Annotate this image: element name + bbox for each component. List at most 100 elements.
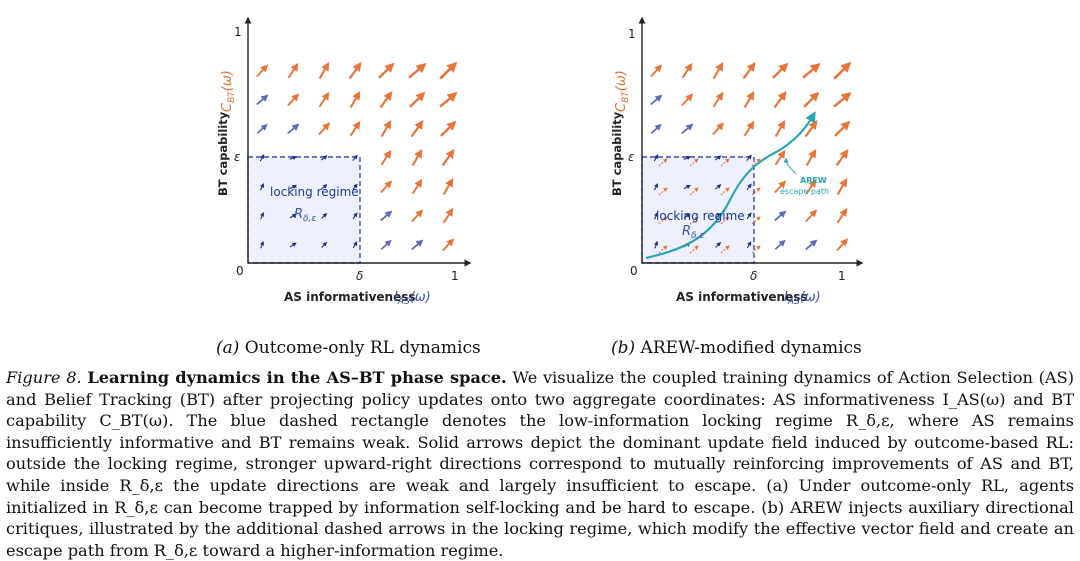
field-arrow bbox=[773, 91, 787, 109]
y-axis-math: CBT(ω) bbox=[614, 70, 631, 112]
field-arrow bbox=[259, 240, 265, 249]
field-arrow bbox=[834, 120, 851, 137]
subcaption-a: (a) Outcome-only RL dynamics bbox=[216, 338, 481, 358]
figure-caption: Figure 8. Learning dynamics in the AS–BT… bbox=[6, 367, 1074, 561]
field-arrow bbox=[653, 211, 659, 220]
field-arrow bbox=[833, 61, 852, 80]
field-arrow bbox=[320, 155, 328, 161]
locking-regime-box bbox=[641, 156, 755, 264]
field-arrow bbox=[712, 91, 724, 108]
auxiliary-critique-arrow bbox=[751, 245, 761, 254]
panel-a-plot: 0 1 ε δ 1 locking regime Rδ,ε AS informa… bbox=[200, 0, 500, 320]
auxiliary-critique-arrow bbox=[720, 158, 730, 167]
field-arrow bbox=[746, 212, 752, 220]
escape-label-1: AREW bbox=[800, 176, 827, 185]
field-arrow bbox=[833, 92, 852, 108]
field-arrow bbox=[259, 211, 265, 220]
auxiliary-critique-arrow bbox=[689, 187, 699, 196]
auxiliary-critique-arrow bbox=[689, 245, 699, 254]
auxiliary-critique-arrow bbox=[720, 245, 730, 254]
field-arrow bbox=[743, 91, 755, 109]
x-axis-label: AS informativeness bbox=[676, 290, 808, 304]
field-arrow bbox=[410, 120, 424, 138]
field-arrow bbox=[321, 241, 328, 248]
auxiliary-critique-arrow bbox=[658, 216, 668, 225]
field-arrow bbox=[805, 209, 818, 223]
locking-regime-box bbox=[247, 156, 361, 264]
field-arrow bbox=[836, 178, 848, 196]
field-arrow bbox=[746, 183, 752, 191]
field-arrow bbox=[411, 239, 424, 251]
field-arrow bbox=[379, 91, 393, 109]
field-arrow bbox=[256, 123, 268, 134]
panel-a-svg: 0 1 ε δ 1 locking regime Rδ,ε AS informa… bbox=[216, 16, 472, 307]
field-arrow bbox=[802, 63, 821, 79]
field-arrow bbox=[259, 154, 265, 162]
field-arrow bbox=[774, 180, 787, 194]
field-arrow bbox=[348, 62, 362, 80]
field-arrow bbox=[352, 183, 358, 191]
field-arrow bbox=[805, 239, 818, 251]
escape-path bbox=[645, 111, 816, 260]
field-arrow bbox=[742, 62, 756, 80]
field-arrow bbox=[835, 149, 849, 167]
field-arrow bbox=[650, 123, 662, 134]
field-arrow bbox=[653, 183, 659, 191]
field-arrow bbox=[803, 91, 820, 108]
y-axis-label: BT capability bbox=[610, 111, 624, 196]
field-arrow bbox=[380, 180, 393, 194]
field-arrow bbox=[289, 213, 297, 219]
y-axis-math: CBT(ω) bbox=[220, 70, 237, 112]
auxiliary-critique-arrow bbox=[658, 187, 668, 196]
field-arrow bbox=[256, 94, 269, 106]
escape-pointer bbox=[783, 157, 797, 175]
field-arrow bbox=[774, 239, 786, 250]
field-arrow bbox=[287, 123, 300, 135]
auxiliary-critique-arrow bbox=[658, 158, 668, 167]
field-arrow bbox=[259, 183, 265, 191]
field-arrow bbox=[715, 213, 722, 219]
regime-math: Rδ,ε bbox=[682, 224, 704, 241]
field-arrow bbox=[804, 120, 818, 138]
field-arrow bbox=[805, 178, 817, 195]
auxiliary-critique-arrow bbox=[689, 216, 699, 225]
field-arrow bbox=[411, 149, 423, 167]
field-arrow bbox=[836, 238, 849, 252]
field-arrow bbox=[380, 120, 392, 138]
field-arrow bbox=[289, 155, 298, 161]
field-arrow bbox=[352, 212, 358, 220]
field-arrow bbox=[712, 122, 725, 136]
y-axis-label: BT capability bbox=[216, 111, 230, 196]
panel-b-plot: AREW escape path 0 1 ε δ 1 locking regim… bbox=[600, 0, 900, 320]
field-arrow bbox=[378, 62, 395, 79]
field-arrow bbox=[653, 154, 659, 162]
field-arrow bbox=[411, 178, 423, 195]
field-arrow bbox=[774, 210, 787, 222]
tick-delta: δ bbox=[356, 269, 363, 283]
field-arrow bbox=[289, 184, 297, 190]
auxiliary-critique-arrow bbox=[751, 187, 761, 196]
field-arrow bbox=[681, 93, 694, 107]
tick-one-y: 1 bbox=[234, 25, 242, 39]
field-arrow bbox=[289, 242, 297, 248]
x-axis-math: IAS(ω) bbox=[784, 290, 821, 307]
field-arrow bbox=[746, 154, 752, 162]
auxiliary-critique-arrow bbox=[751, 216, 761, 225]
tick-epsilon: ε bbox=[628, 150, 635, 164]
auxiliary-critique-arrow bbox=[658, 245, 668, 254]
tick-epsilon: ε bbox=[234, 150, 241, 164]
regime-label: locking regime bbox=[270, 185, 359, 199]
vector-field-a bbox=[256, 61, 458, 252]
figure-label: Figure 8. bbox=[6, 368, 82, 387]
tick-one-y: 1 bbox=[628, 27, 636, 41]
field-arrow bbox=[681, 62, 693, 79]
x-axis-label: AS informativeness bbox=[284, 290, 416, 304]
field-arrow bbox=[683, 184, 691, 190]
field-arrow bbox=[439, 61, 458, 80]
field-arrow bbox=[380, 149, 392, 166]
field-arrow bbox=[287, 93, 300, 107]
auxiliary-critique-arrow bbox=[689, 158, 699, 167]
field-arrow bbox=[772, 62, 789, 79]
field-arrow bbox=[287, 62, 299, 79]
tick-one-x: 1 bbox=[451, 269, 459, 283]
